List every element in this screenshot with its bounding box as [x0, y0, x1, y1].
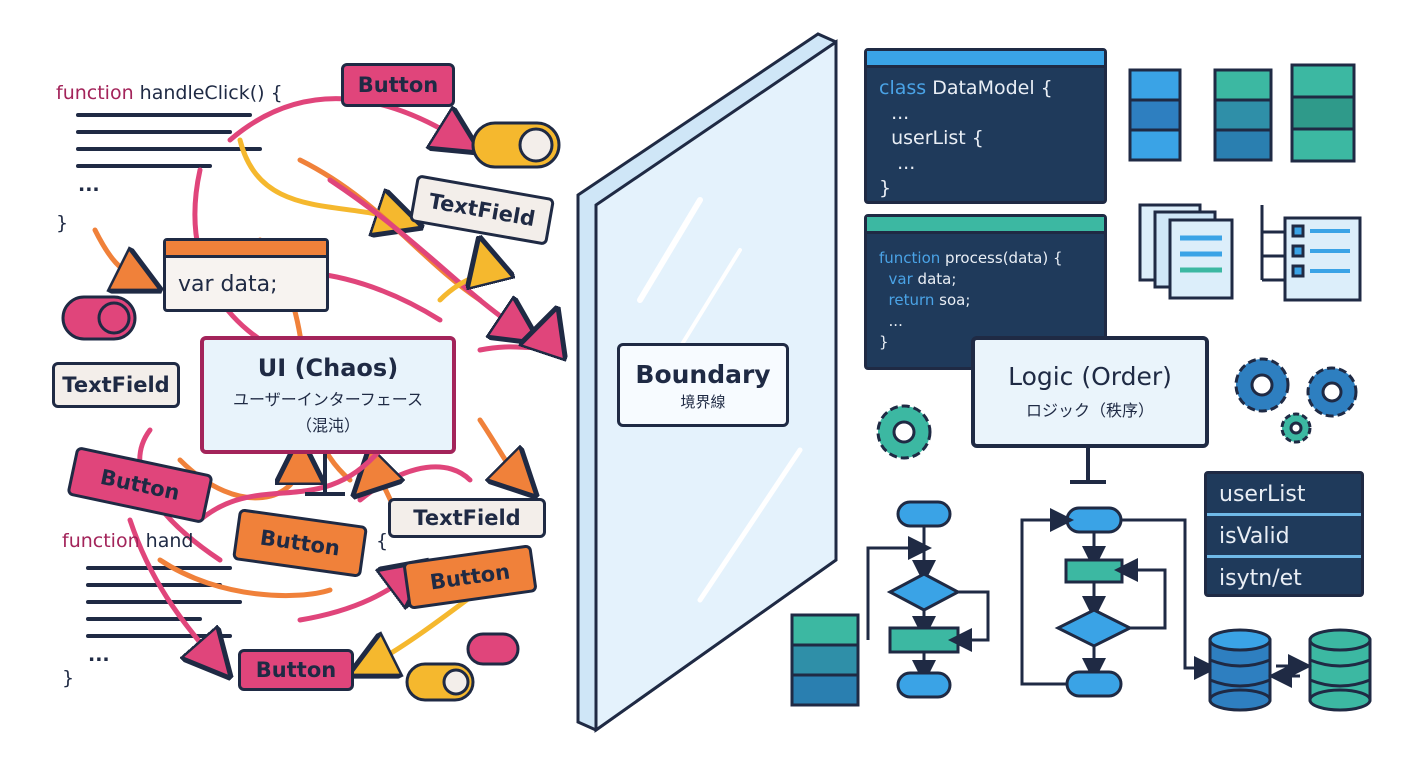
panel-line-5: }	[879, 177, 892, 199]
ui-chaos-monitor: UI (Chaos) ユーザーインターフェース （混沌）	[200, 336, 456, 454]
code-panel-datamodel: class DataModel { ... userList { ... }	[864, 48, 1107, 204]
code-lines-bottom	[86, 566, 242, 638]
variable-item: isytn/et	[1219, 566, 1302, 591]
boundary-subtitle: 境界線	[680, 393, 726, 411]
ui-monitor-subtitle: ユーザーインターフェース	[233, 390, 423, 409]
code-keyword-bottom: function	[62, 530, 140, 552]
code-top-ellipsis: ...	[78, 174, 100, 196]
panel2-line-5: }	[879, 333, 889, 351]
panel-titlebar-2	[867, 217, 1104, 234]
code-bottom-brace: {	[376, 530, 389, 552]
panel-line-1: DataModel {	[926, 77, 1053, 99]
boundary-title: Boundary	[635, 360, 771, 389]
logic-monitor-subtitle: ロジック（秩序）	[1025, 401, 1154, 420]
button-pink-bottom[interactable]: Button	[238, 649, 354, 691]
panel-line-3: userList {	[879, 127, 984, 149]
panel-titlebar	[867, 51, 1104, 68]
toggle-top-right	[471, 121, 561, 169]
ui-monitor-subtitle-2: （混沌）	[295, 416, 360, 435]
panel2-line-4: ...	[879, 312, 903, 330]
panel2-keyword-var: var	[879, 270, 913, 288]
button-pink-top[interactable]: Button	[341, 63, 455, 107]
code-bottom-close: }	[62, 667, 75, 689]
textfield-bottom[interactable]: TextField	[388, 498, 546, 538]
panel2-keyword: function	[879, 249, 941, 267]
tree-list	[1260, 205, 1362, 302]
panel-code: class DataModel { ... userList { ... }	[867, 68, 1104, 209]
cube-stack-1	[1128, 68, 1182, 162]
panel2-line-3: soa;	[934, 291, 971, 309]
panel-keyword: class	[879, 77, 927, 99]
document-stack	[1138, 203, 1234, 300]
toggle-bottom-left	[466, 632, 520, 666]
logic-monitor-title: Logic (Order)	[1008, 362, 1172, 391]
logic-order-monitor: Logic (Order) ロジック（秩序）	[971, 336, 1209, 448]
variable-list: userList isValid isytn/et	[1204, 471, 1364, 597]
code-function-name-bottom: hand	[145, 530, 194, 552]
ui-monitor-stand	[305, 452, 345, 496]
var-box-text: var data;	[178, 272, 278, 297]
panel-line-2: ...	[879, 102, 910, 124]
code-top-signature: function handleClick() {	[56, 82, 283, 104]
toggle-bottom	[405, 662, 475, 702]
panel2-line-2: data;	[912, 270, 957, 288]
var-data-box: var data;	[163, 238, 329, 312]
gear-icon	[876, 357, 1358, 460]
code-keyword: function	[56, 82, 134, 104]
code-function-name: handleClick() {	[139, 82, 283, 104]
toggle-left	[61, 295, 137, 341]
var-box-titlebar	[166, 241, 326, 258]
logic-monitor-stand	[1070, 447, 1106, 484]
panel-line-4: ...	[879, 152, 916, 174]
cube-stack-2	[1213, 68, 1273, 162]
code-lines-top	[76, 113, 262, 168]
variable-item: userList	[1207, 474, 1361, 516]
database-icon	[1208, 628, 1372, 712]
panel2-line-1: process(data) {	[940, 249, 1063, 267]
textfield-left[interactable]: TextField	[52, 362, 180, 408]
flowchart-left	[866, 500, 990, 699]
code-top-close: }	[56, 212, 69, 234]
ui-monitor-title: UI (Chaos)	[257, 354, 399, 382]
variable-item: isValid	[1207, 516, 1361, 558]
cube-stack-4	[790, 613, 860, 707]
panel2-keyword-return: return	[879, 291, 935, 309]
flowchart-right	[1020, 506, 1218, 698]
code-bottom-ellipsis: ...	[88, 644, 110, 666]
panel-code-2: function process(data) { var data; retur…	[867, 234, 1104, 361]
cube-stack-3	[1290, 63, 1356, 163]
code-bottom-signature: function hand	[62, 530, 193, 552]
boundary-label: Boundary 境界線	[617, 343, 789, 427]
